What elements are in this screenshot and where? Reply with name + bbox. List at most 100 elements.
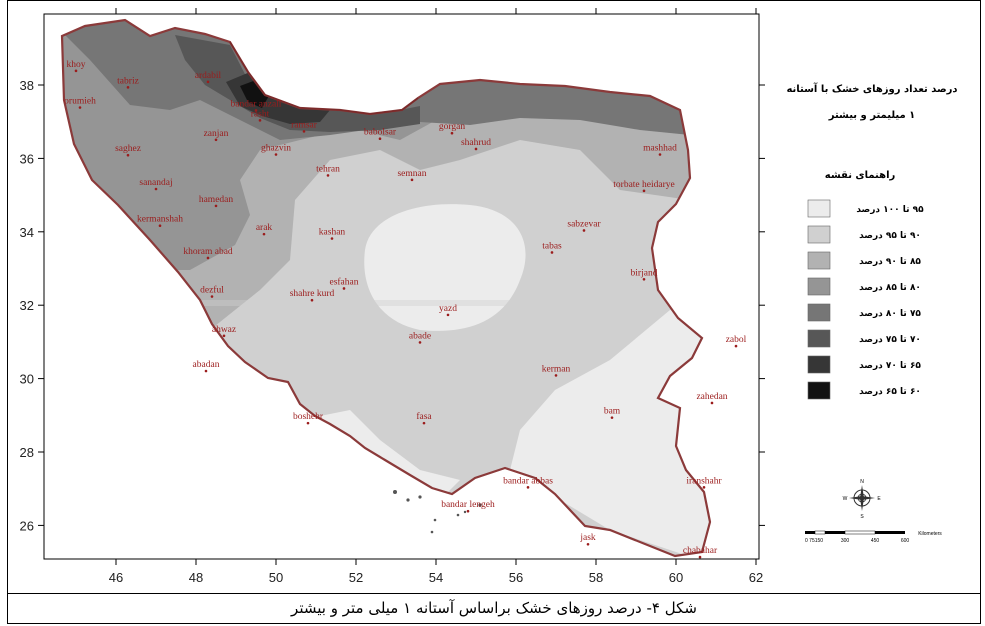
city-label: jask — [579, 533, 596, 543]
city-dot — [698, 555, 702, 559]
city-dot — [474, 147, 478, 151]
y-tick-label: 38 — [20, 78, 34, 93]
x-tick-label: 48 — [189, 570, 203, 585]
y-tick-label: 26 — [20, 518, 34, 533]
city-label: shahre kurd — [290, 289, 335, 299]
city-label: zabol — [726, 335, 747, 345]
city-label: kermanshah — [137, 215, 183, 225]
x-tick-label: 60 — [669, 570, 683, 585]
city-label: mashhad — [643, 143, 677, 153]
city-dot — [254, 109, 258, 112]
city-dot — [262, 232, 266, 236]
compass-e: E — [877, 496, 881, 502]
city-dot — [274, 153, 278, 156]
city-label: bandar abbas — [503, 476, 553, 486]
city-label: tabriz — [117, 76, 139, 86]
city-label: fasa — [416, 411, 432, 422]
city-dot — [330, 237, 334, 240]
city-dot — [550, 251, 554, 254]
city-label: rasht — [251, 109, 270, 119]
city-label: dezful — [200, 285, 224, 296]
city-label: kerman — [542, 364, 571, 374]
city-dot — [446, 313, 450, 317]
zone-band — [62, 300, 710, 306]
city-label: hamedan — [199, 195, 234, 205]
city-dot — [214, 204, 218, 208]
city-label: ahwaz — [212, 325, 236, 335]
city-label: zahedan — [696, 392, 727, 402]
city-label: kashan — [319, 228, 346, 238]
city-dot — [642, 277, 646, 281]
city-label: arak — [256, 223, 273, 233]
city-dot — [302, 130, 306, 133]
city-label: sanandaj — [139, 178, 172, 188]
city-label: khoram abad — [183, 247, 233, 257]
city-dot — [126, 86, 130, 89]
city-dot — [586, 542, 590, 546]
city-label: ghazvin — [261, 143, 291, 153]
scale-label-3: 600 — [901, 538, 910, 544]
y-tick-label: 32 — [20, 298, 34, 313]
zone-70-75 — [175, 35, 420, 132]
city-dot — [210, 295, 214, 298]
legend-label: ۷۰ تا ۷۵ درصد — [859, 335, 921, 345]
city-dot — [342, 287, 346, 290]
gulf-islands — [393, 490, 482, 534]
city-label: orumieh — [64, 97, 96, 107]
legend-swatch — [807, 199, 831, 218]
compass-rose-icon: N E S W — [843, 479, 882, 520]
legend-swatch — [807, 355, 831, 374]
scale-label-0: 0 75150 — [805, 538, 823, 544]
legend-swatch — [807, 381, 831, 400]
y-tick-label: 36 — [20, 151, 34, 166]
city-label: khoy — [67, 60, 86, 70]
y-axis-ticks: 38 36 34 32 30 28 26 — [20, 78, 765, 533]
city-label: semnan — [397, 169, 426, 179]
compass-n: N — [860, 479, 864, 485]
city-dot — [582, 229, 586, 232]
y-tick-label: 34 — [20, 225, 34, 240]
y-tick-label: 30 — [20, 372, 34, 387]
legend-label: ۹۰ تا ۹۵ درصد — [859, 231, 921, 241]
city-dot — [466, 509, 470, 513]
city-label: birjand — [631, 268, 658, 278]
scale-label-1: 300 — [841, 538, 850, 544]
city-label: ramsar — [291, 120, 318, 130]
city-dot — [450, 131, 454, 135]
city-dot — [204, 369, 208, 373]
legend-label: ۷۵ تا ۸۰ درصد — [859, 309, 921, 319]
city-label: saghez — [115, 144, 141, 154]
city-dot — [734, 344, 738, 348]
city-dot — [658, 153, 662, 156]
x-tick-label: 62 — [749, 570, 763, 585]
city-dot — [258, 119, 262, 122]
city-label: tabas — [542, 241, 562, 251]
city-label: bandar anzali — [231, 99, 282, 109]
city-dot — [610, 416, 614, 419]
city-dot — [74, 69, 78, 73]
city-label: gorgan — [439, 122, 465, 132]
x-tick-label: 54 — [429, 570, 443, 585]
zone-95-100-center — [364, 204, 526, 331]
y-tick-label: 28 — [20, 445, 34, 460]
legend-label: ۶۵ تا ۷۰ درصد — [859, 361, 921, 371]
city-dot — [310, 298, 314, 302]
legend-swatch — [807, 277, 831, 296]
figure-caption: شکل ۴- درصد روزهای خشک براساس آستانه ۱ م… — [7, 594, 981, 624]
city-label: abade — [409, 331, 431, 341]
city-dot — [222, 334, 226, 338]
city-dot — [710, 401, 714, 405]
map-title-line-2: ۱ میلیمتر و بیشتر — [828, 110, 916, 121]
city-label: babolsar — [364, 128, 397, 138]
city-label: chabahar — [683, 546, 718, 556]
map-title-line-1: درصد تعداد روزهای خشک با آستانه — [786, 82, 957, 95]
city-label: esfahan — [329, 276, 358, 287]
city-label: yazd — [439, 304, 457, 314]
legend-label: ۸۵ تا ۹۰ درصد — [859, 257, 921, 267]
city-label: bandar lengeh — [441, 500, 495, 510]
legend-swatch — [807, 225, 831, 244]
city-label: torbate heidarye — [613, 180, 674, 190]
